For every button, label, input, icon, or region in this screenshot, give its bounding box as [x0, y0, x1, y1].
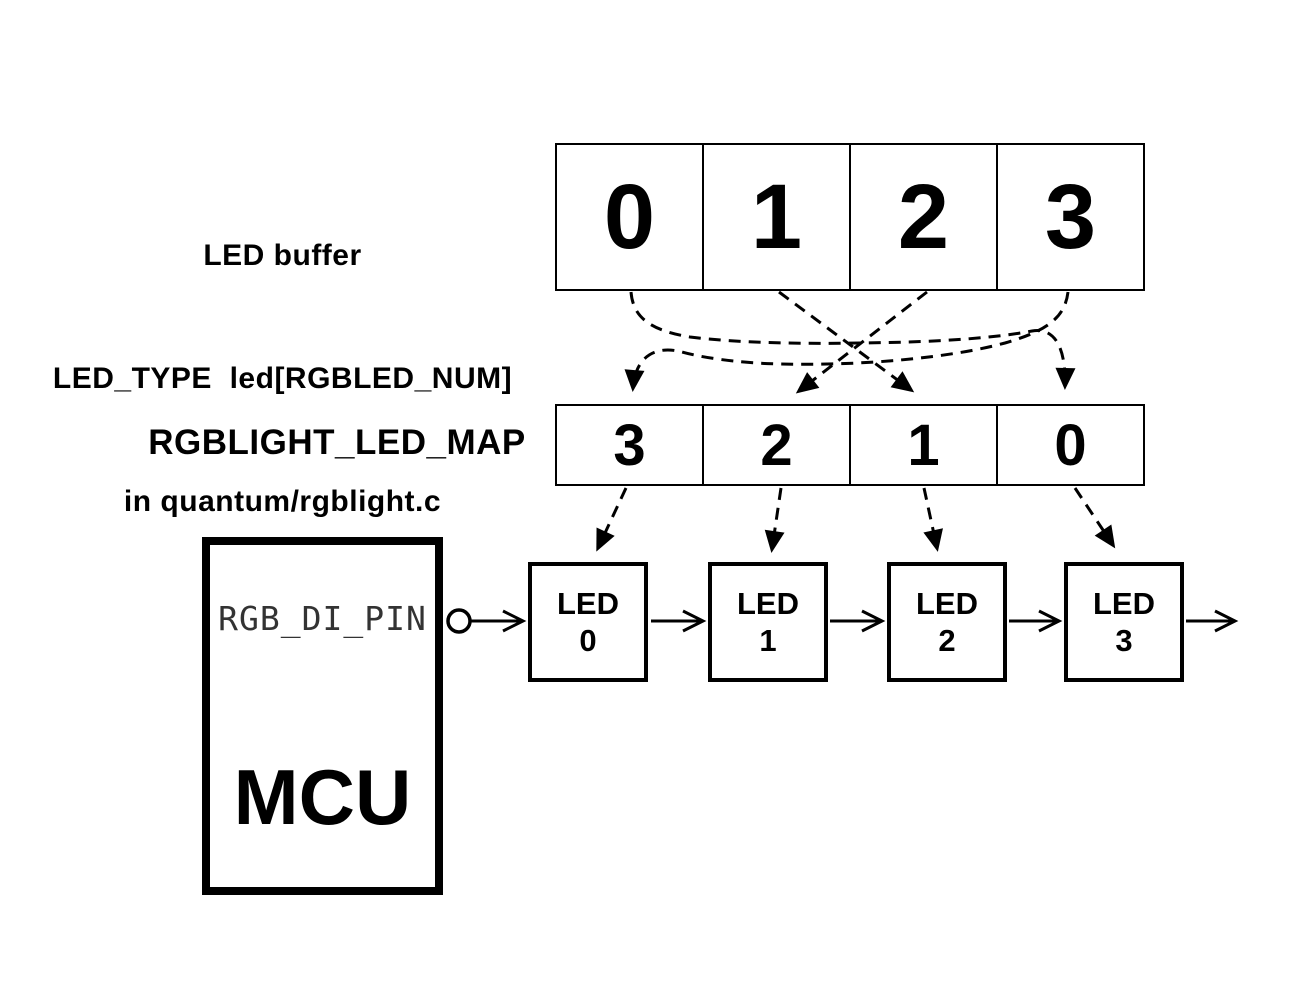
- led-box-1: LED 1: [708, 562, 828, 682]
- arrow-map2-to-led2: [922, 487, 943, 552]
- led-box-1-num: 1: [759, 623, 777, 658]
- led-box-0: LED 0: [528, 562, 648, 682]
- mcu-name-label: MCU: [233, 753, 412, 841]
- led-box-0-num: 0: [579, 623, 597, 658]
- arrow-map0-to-led0: [596, 487, 628, 552]
- led-buffer-caption-line-2: LED_TYPE led[RGBLED_NUM]: [52, 362, 513, 395]
- led-map-caption: RGBLIGHT_LED_MAP: [148, 423, 526, 462]
- led-box-2-label: LED: [916, 586, 978, 621]
- led-buffer-caption-line-1: LED buffer: [203, 239, 362, 272]
- led-map-cell-0: 3: [555, 404, 704, 486]
- mcu-pin-circle: [446, 608, 472, 634]
- led-box-3-num: 3: [1115, 623, 1133, 658]
- led-box-3: LED 3: [1064, 562, 1184, 682]
- arrow-buffer0-to-map3: [629, 291, 1076, 390]
- led-box-2-num: 2: [938, 623, 956, 658]
- led-box-0-label: LED: [557, 586, 619, 621]
- arrow-buffer1-to-map2: [778, 290, 915, 393]
- arrow-buffer3-to-map0: [624, 291, 1070, 392]
- led-map-cell-2: 1: [849, 404, 998, 486]
- led-buffer-cell-1: 1: [702, 143, 851, 291]
- led-map-cell-3: 0: [996, 404, 1145, 486]
- mcu-box: RGB_DI_PIN MCU: [202, 537, 443, 895]
- arrow-buffer2-to-map1: [795, 290, 928, 394]
- led-map-row: 3 2 1 0: [555, 404, 1145, 486]
- arrow-map3-to-led3: [1073, 487, 1116, 549]
- arrow-map1-to-led1: [764, 487, 785, 553]
- led-box-3-label: LED: [1093, 586, 1155, 621]
- led-buffer-cell-2: 2: [849, 143, 998, 291]
- led-buffer-caption-line-3: in quantum/rgblight.c: [123, 485, 442, 518]
- led-box-2: LED 2: [887, 562, 1007, 682]
- mcu-pin-label: RGB_DI_PIN: [218, 599, 427, 638]
- led-buffer-caption: LED buffer LED_TYPE led[RGBLED_NUM] in q…: [25, 153, 540, 604]
- led-box-1-label: LED: [737, 586, 799, 621]
- led-buffer-cell-3: 3: [996, 143, 1145, 291]
- led-buffer-cell-0: 0: [555, 143, 704, 291]
- led-buffer-row: 0 1 2 3: [555, 143, 1145, 291]
- led-map-cell-1: 2: [702, 404, 851, 486]
